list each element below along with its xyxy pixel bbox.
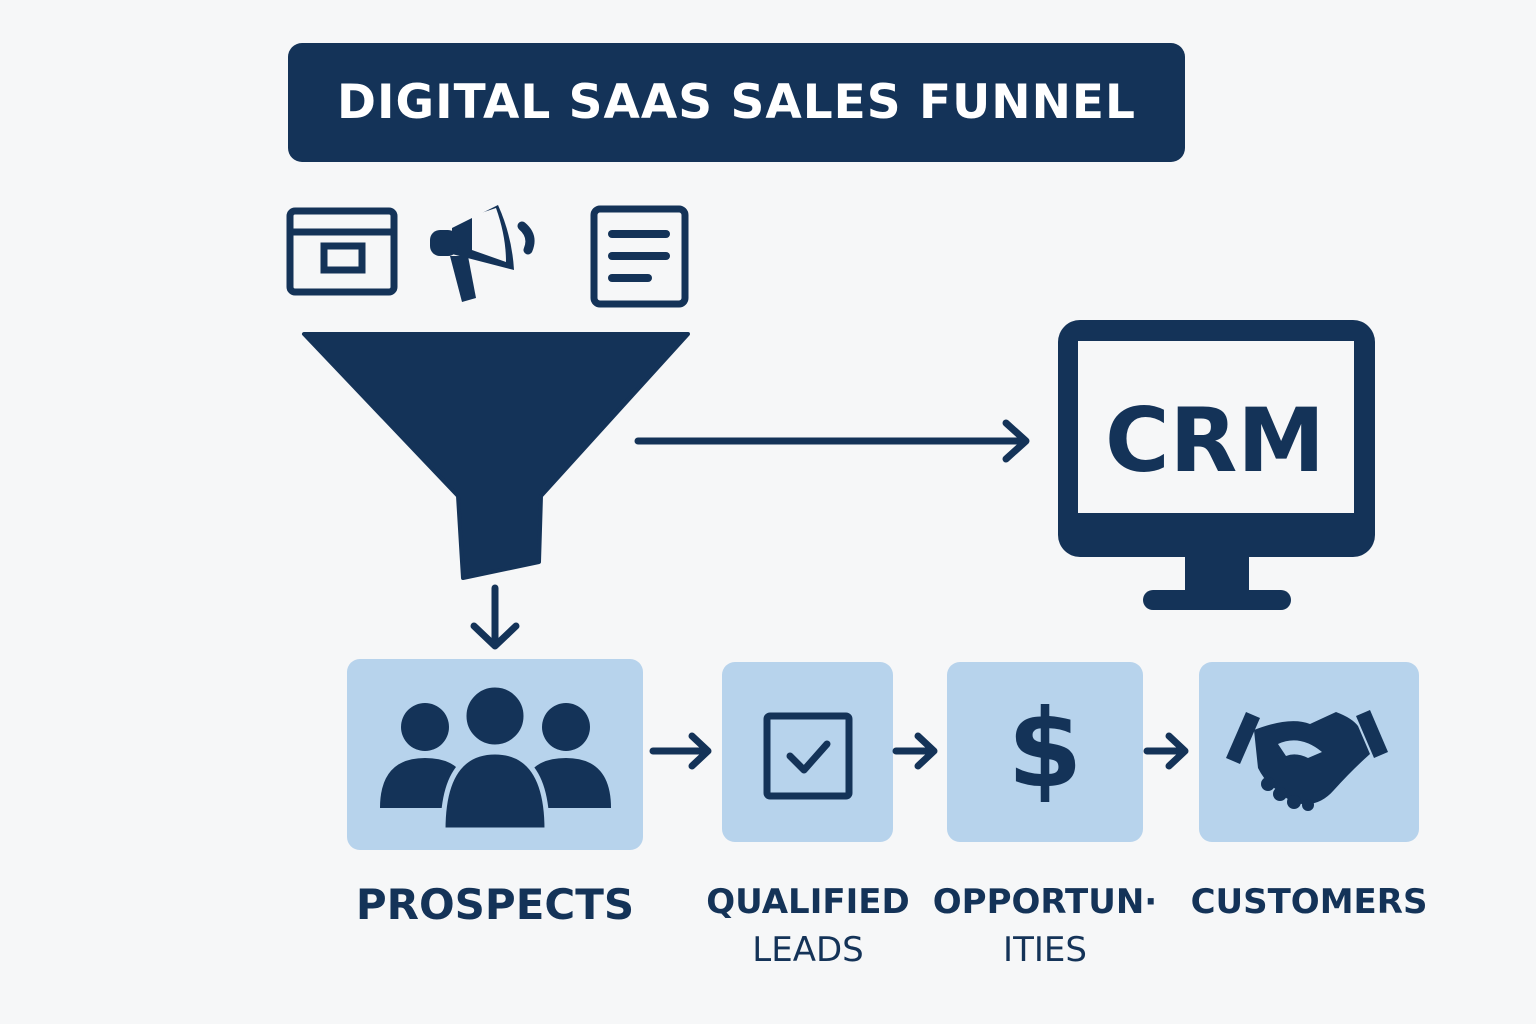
megaphone-icon xyxy=(430,205,535,302)
arrow-down-to-prospects xyxy=(470,584,520,650)
stage-label-qualified-leads-line1: QUALIFIED xyxy=(706,882,910,922)
checkbox-icon xyxy=(763,712,853,800)
arrow-prospects-to-leads xyxy=(649,732,712,770)
stage-label-prospects: PROSPECTS xyxy=(355,880,635,929)
svg-text:$: $ xyxy=(1007,687,1082,812)
group-icon xyxy=(380,682,611,833)
title-banner: DIGITAL SAAS SALES FUNNEL xyxy=(288,43,1185,162)
arrow-to-crm xyxy=(634,419,1030,463)
document-icon xyxy=(590,205,689,308)
handshake-icon xyxy=(1226,710,1388,811)
diagram-title: DIGITAL SAAS SALES FUNNEL xyxy=(337,75,1136,130)
arrow-opportunities-to-customers xyxy=(1143,732,1189,770)
stage-label-customers: CUSTOMERS xyxy=(1190,882,1428,922)
arrow-leads-to-opportunities xyxy=(892,732,938,770)
stage-label-qualified-leads-line2: LEADS xyxy=(752,930,864,970)
crm-monitor-icon xyxy=(1058,320,1375,610)
stage-label-opportunities-line2: ITIES xyxy=(1003,930,1087,970)
funnel-shape xyxy=(302,332,690,580)
stage-box-qualified-leads xyxy=(722,662,893,842)
browser-window-icon xyxy=(286,207,398,296)
crm-label: CRM xyxy=(1105,388,1325,492)
stage-label-opportunities-line1: OPPORTUN· xyxy=(932,882,1158,922)
stage-box-opportunities xyxy=(947,662,1143,842)
dollar-icon: $ xyxy=(1007,687,1082,812)
